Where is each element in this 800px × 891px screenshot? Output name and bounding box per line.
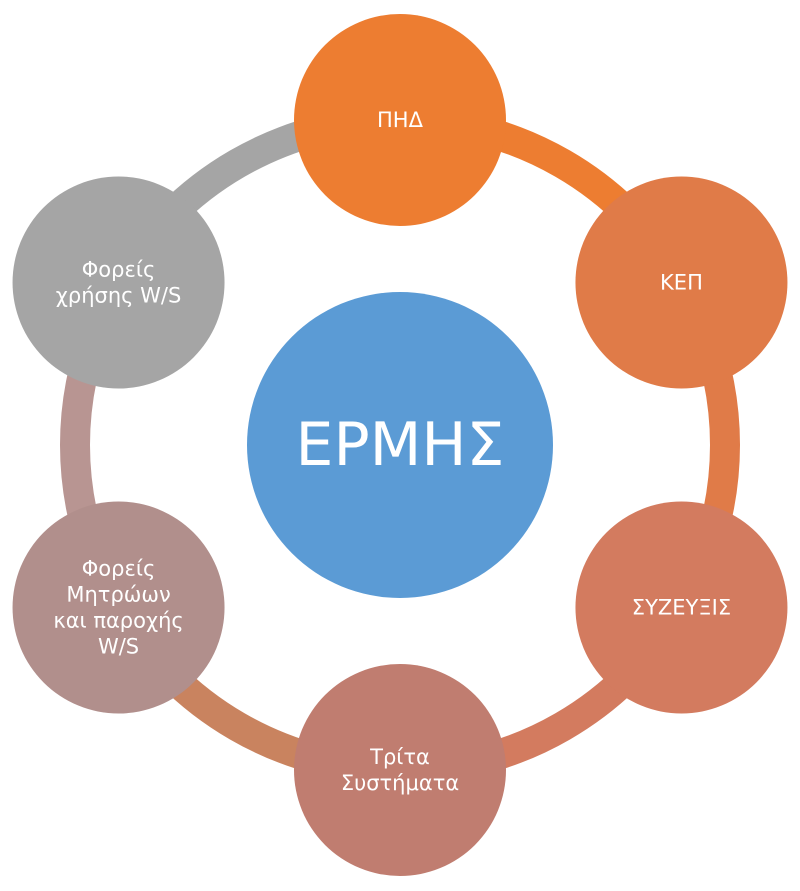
node-label-line: Μητρώων [66,583,170,607]
node-label-line: ΠΗΔ [377,108,424,132]
node-circle [12,501,225,714]
node-circle [12,176,225,389]
node-label-line: ΣΥΖΕΥΞΙΣ [632,596,731,620]
node-label-line: και παροχής [53,609,183,633]
node-label-line: W/S [98,635,139,659]
center-node: ΕΡΜΗΣ [247,292,553,598]
node-circle [294,14,506,226]
node-label-line: χρήσης W/S [56,284,182,308]
node-label-line: Τρίτα [369,745,430,769]
node-circle [575,176,788,389]
node-pid: ΠΗΔ [294,14,506,226]
node-label-line: ΚΕΠ [660,271,703,295]
node-label-line: Φορείς [82,258,156,282]
node-label-line: Συστήματα [341,771,459,795]
node-circle [294,664,506,876]
node-circle [575,501,788,714]
node-syzefxis: ΣΥΖΕΥΞΙΣ [575,501,788,714]
center-circle [247,292,553,598]
outer-nodes: ΠΗΔΚΕΠΣΥΖΕΥΞΙΣΤρίταΣυστήματαΦορείςΜητρώω… [12,14,788,876]
node-kep: ΚΕΠ [575,176,788,389]
center-label: ΕΡΜΗΣ [296,410,505,480]
node-label-line: Φορείς [82,557,156,581]
